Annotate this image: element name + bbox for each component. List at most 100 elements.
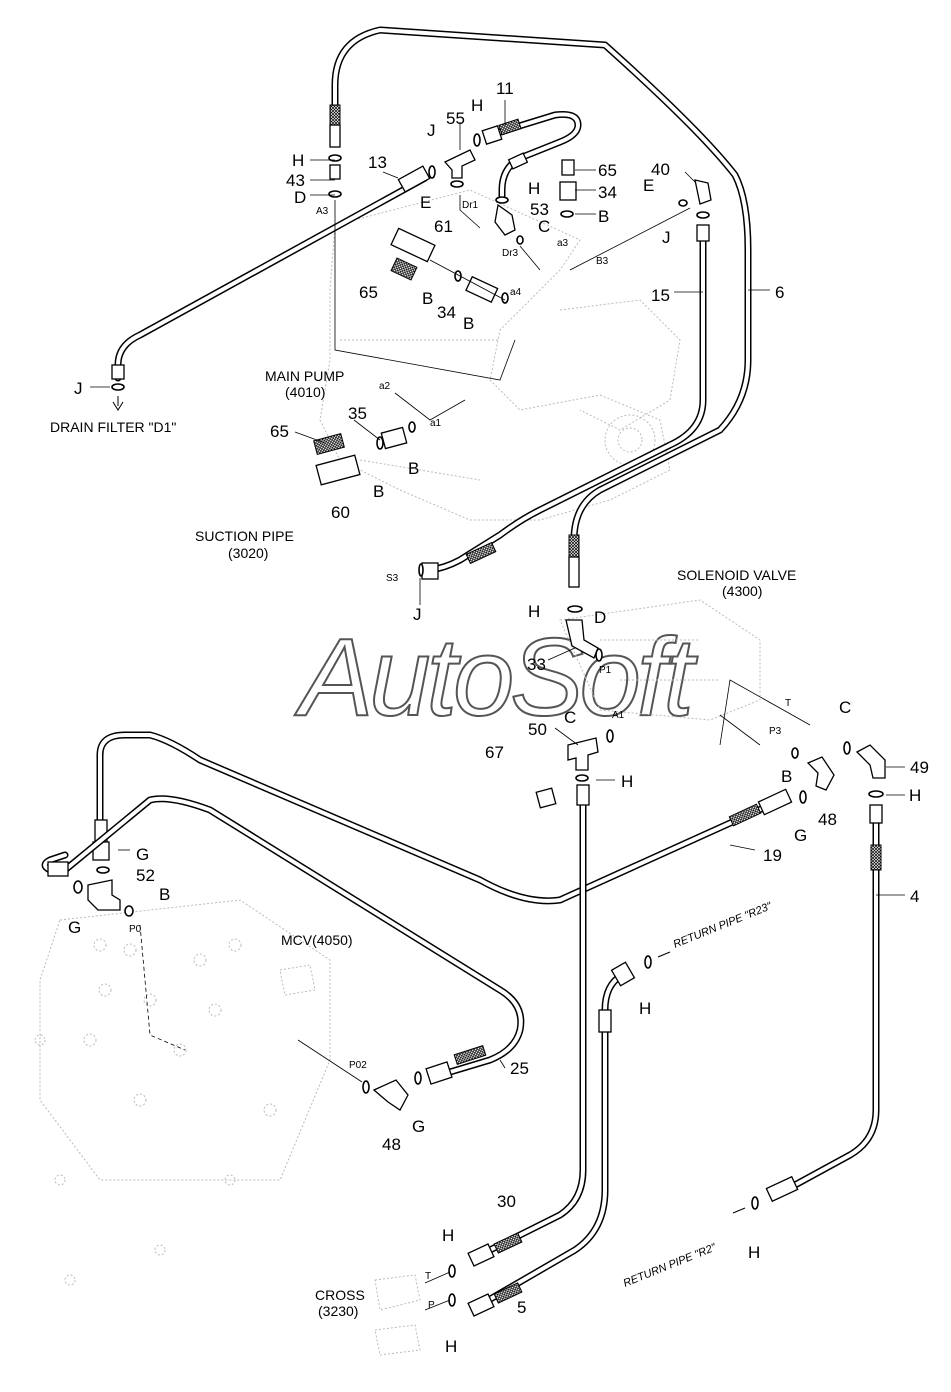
seal-letter-labels: H H H H H H H H H H J J J J D D E E C C … xyxy=(68,96,921,1356)
solenoid-valve-code: (4300) xyxy=(722,583,762,599)
hose-4 xyxy=(765,804,883,1203)
seal-d1: D xyxy=(294,188,306,207)
part-34-top: 34 xyxy=(598,183,617,202)
cross-code: (3230) xyxy=(318,1303,358,1319)
solenoid-valve-outline xyxy=(559,599,761,721)
seal-h7: H xyxy=(639,999,651,1018)
seal-h8: H xyxy=(748,1243,760,1262)
leader-lines xyxy=(90,100,905,1311)
part-60: 60 xyxy=(331,503,350,522)
seal-j3: J xyxy=(74,379,83,398)
seal-b1: B xyxy=(598,207,609,226)
drain-arrow-icon xyxy=(112,396,124,411)
seal-b2: B xyxy=(422,289,433,308)
part-30: 30 xyxy=(497,1192,516,1211)
hose-13 xyxy=(111,165,431,382)
port-p02: P02 xyxy=(349,1060,367,1071)
seal-h6: H xyxy=(909,786,921,805)
port-cross-t: T xyxy=(425,1271,431,1282)
seal-b6: B xyxy=(781,767,792,786)
port-a1-upper: A1 xyxy=(612,710,625,721)
part-11: 11 xyxy=(496,79,514,98)
seal-b3: B xyxy=(463,314,474,333)
part-35: 35 xyxy=(348,404,367,423)
part-65-top: 65 xyxy=(598,161,617,180)
seal-h9: H xyxy=(442,1226,454,1245)
part-65-low: 65 xyxy=(270,422,289,441)
part-19: 19 xyxy=(763,846,782,865)
seal-b5: B xyxy=(408,459,419,478)
port-s3: S3 xyxy=(386,573,399,584)
seal-h3: H xyxy=(528,179,540,198)
port-a2: a2 xyxy=(379,381,391,392)
seal-h4: H xyxy=(528,602,540,621)
part-25: 25 xyxy=(510,1059,529,1078)
part-67: 67 xyxy=(485,743,504,762)
seal-b4: B xyxy=(373,482,384,501)
part-48-upper: 48 xyxy=(818,810,837,829)
mcv-label: MCV(4050) xyxy=(281,932,353,948)
hose-5 xyxy=(467,961,636,1317)
seal-h2: H xyxy=(292,151,304,170)
part-49: 49 xyxy=(910,758,929,777)
part-33: 33 xyxy=(527,655,546,674)
seal-c2: C xyxy=(564,708,576,727)
suction-pipe-label: SUCTION PIPE xyxy=(195,528,294,544)
part-53: 53 xyxy=(530,200,549,219)
part-number-labels: 11 55 13 43 65 40 34 53 61 65 34 15 6 35… xyxy=(136,79,929,1317)
cross-outline xyxy=(374,1274,421,1356)
fittings xyxy=(73,133,886,1307)
part-40: 40 xyxy=(651,160,670,179)
seal-e1: E xyxy=(420,193,431,212)
port-p0: P0 xyxy=(129,924,142,935)
hose-6 xyxy=(329,26,752,588)
seal-j4: J xyxy=(413,605,422,624)
part-65-mid: 65 xyxy=(359,283,378,302)
hose-15 xyxy=(421,224,710,580)
seal-h10: H xyxy=(445,1337,457,1356)
part-61: 61 xyxy=(434,217,453,236)
part-34-mid: 34 xyxy=(437,303,456,322)
part-13: 13 xyxy=(368,153,387,172)
seal-h1: H xyxy=(471,96,483,115)
part-52: 52 xyxy=(136,866,155,885)
part-15: 15 xyxy=(651,286,670,305)
part-6: 6 xyxy=(775,283,784,302)
seal-e2: E xyxy=(643,176,654,195)
port-p1: P1 xyxy=(599,665,612,676)
part-55: 55 xyxy=(446,109,465,128)
seal-g1: G xyxy=(794,826,807,845)
port-a3: A3 xyxy=(316,206,329,217)
seal-b7: B xyxy=(159,885,170,904)
port-t: T xyxy=(785,698,791,709)
port-dr1: Dr1 xyxy=(462,200,479,211)
return-r2-label: RETURN PIPE "R2" xyxy=(622,1241,719,1290)
seal-c3: C xyxy=(839,698,851,717)
port-p3: P3 xyxy=(769,726,782,737)
part-4: 4 xyxy=(910,887,919,906)
hose-30 xyxy=(467,784,590,1267)
hose-25 xyxy=(41,795,525,1085)
part-43: 43 xyxy=(286,171,305,190)
port-a1: a1 xyxy=(430,418,442,429)
seal-j2: J xyxy=(662,228,671,247)
suction-pipe-code: (3020) xyxy=(228,545,268,561)
drain-filter-label: DRAIN FILTER "D1" xyxy=(50,419,176,435)
hose-11 xyxy=(481,111,582,204)
main-pump-label: MAIN PUMP xyxy=(265,368,344,384)
hose-19 xyxy=(92,731,793,905)
cross-label: CROSS xyxy=(315,1287,365,1303)
port-dr3: Dr3 xyxy=(502,248,519,259)
seal-g4: G xyxy=(412,1117,425,1136)
part-5: 5 xyxy=(517,1298,526,1317)
main-pump-code: (4010) xyxy=(285,384,325,400)
return-r23-label: RETURN PIPE "R23" xyxy=(672,900,775,951)
part-48-lower: 48 xyxy=(382,1135,401,1154)
port-labels: A3 Dr1 Dr3 a3 B3 a4 a2 a1 S3 P1 A1 T P3 … xyxy=(129,200,791,1311)
main-pump-outline xyxy=(319,189,681,521)
part-50: 50 xyxy=(528,720,547,739)
seal-c1: C xyxy=(538,217,550,236)
port-b3: B3 xyxy=(596,256,609,267)
seal-j1: J xyxy=(427,121,436,140)
